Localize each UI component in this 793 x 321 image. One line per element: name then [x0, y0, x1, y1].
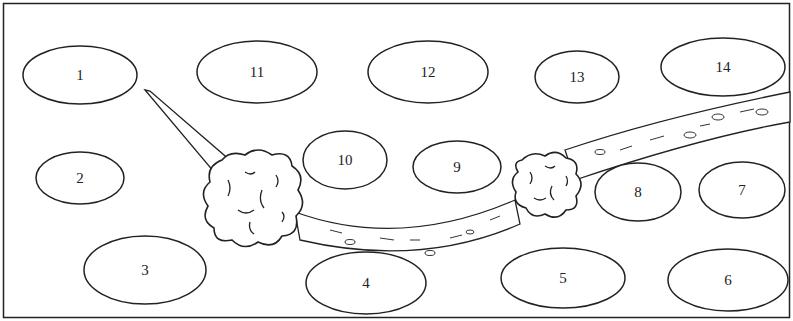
callout-number: 6: [724, 273, 732, 288]
callout-number: 1: [76, 68, 84, 83]
number-ellipse: 1: [22, 45, 138, 105]
callout-number: 14: [716, 60, 731, 75]
number-ellipse: 3: [83, 235, 207, 305]
number-ellipse: 2: [35, 151, 125, 205]
number-ellipse: 9: [412, 140, 502, 194]
number-ellipse: 4: [305, 251, 427, 315]
callout-number: 9: [453, 160, 461, 175]
callout-number: 12: [421, 65, 436, 80]
number-ellipse: 7: [698, 161, 786, 219]
frame: [4, 4, 790, 318]
callout-number: 2: [76, 171, 84, 186]
hypha-segment: [295, 200, 520, 251]
number-ellipse: 13: [534, 50, 620, 104]
spore-cluster: [512, 152, 581, 217]
callout-number: 13: [570, 70, 585, 85]
number-ellipse: 12: [367, 40, 489, 104]
hypha-tip: [145, 90, 232, 172]
number-ellipse: 11: [196, 40, 318, 104]
callout-number: 11: [250, 65, 264, 80]
number-ellipse: 14: [660, 37, 786, 97]
callout-number: 7: [738, 183, 746, 198]
cluster-texture: [228, 172, 284, 234]
number-ellipse: 10: [302, 130, 388, 190]
callout-number: 10: [338, 153, 353, 168]
callout-number: 3: [141, 263, 149, 278]
callout-number: 8: [634, 185, 642, 200]
number-ellipse: 5: [500, 247, 626, 309]
cluster-texture: [530, 166, 568, 200]
callout-number: 5: [559, 271, 567, 286]
number-ellipse: 8: [594, 162, 682, 222]
callout-number: 4: [362, 276, 370, 291]
number-ellipse: 6: [667, 248, 789, 312]
spore-cluster: [203, 150, 302, 247]
